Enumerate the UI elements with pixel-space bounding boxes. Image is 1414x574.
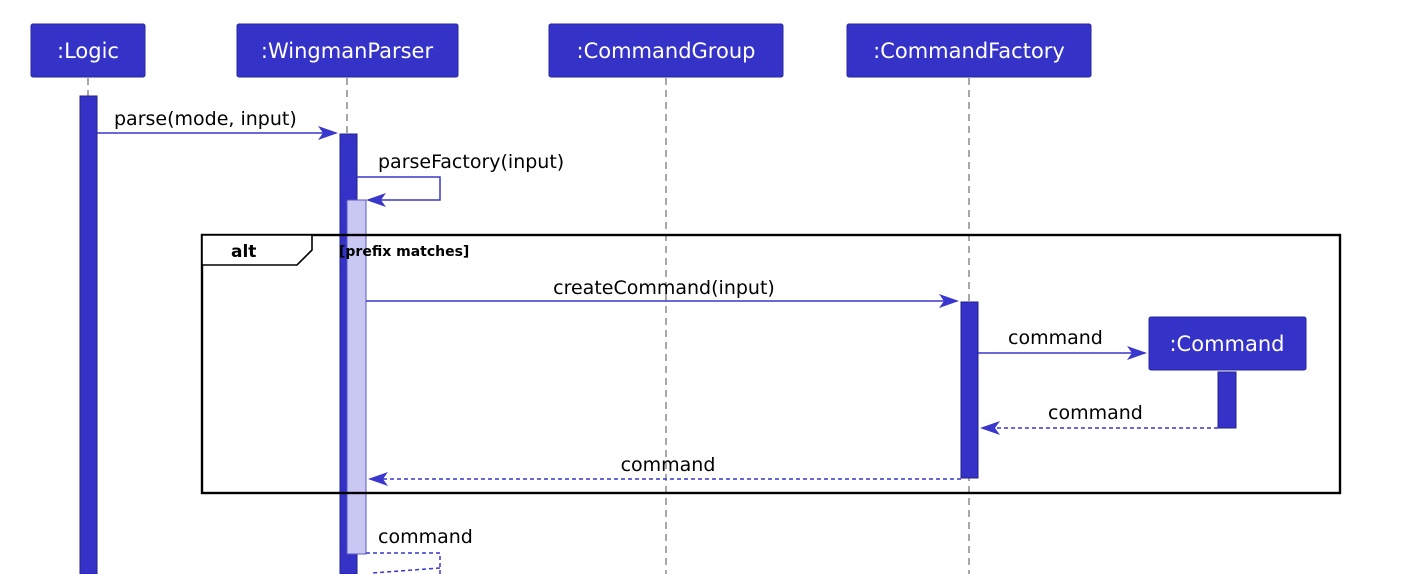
message-return-self-label: command: [378, 526, 473, 548]
participant-command: :Command: [1148, 316, 1307, 371]
participant-command-factory: :CommandFactory: [846, 23, 1092, 78]
alt-guard: [prefix matches]: [339, 244, 469, 260]
arrowhead: [368, 472, 388, 486]
participant-command-group: :CommandGroup: [548, 23, 784, 78]
arrowhead: [980, 421, 1000, 435]
arrowhead: [1127, 346, 1147, 360]
message-return-from-factory-label: command: [621, 454, 716, 476]
message-return-self: command: [366, 526, 473, 574]
arrowhead: [318, 126, 338, 140]
message-parse-factory-label: parseFactory(input): [378, 151, 564, 173]
message-parse-label: parse(mode, input): [114, 108, 297, 130]
message-create-label: command: [1008, 327, 1103, 349]
activation-command-factory: [960, 301, 979, 479]
participant-command-label: :Command: [1169, 332, 1284, 356]
message-parse-factory: parseFactory(input): [357, 151, 564, 207]
message-return-from-command: command: [980, 402, 1218, 435]
participant-logic: :Logic: [30, 23, 146, 78]
message-create: command: [978, 327, 1147, 360]
participant-command-group-label: :CommandGroup: [577, 39, 756, 63]
alt-fragment-frame: [200, 233, 1342, 495]
participant-command-factory-label: :CommandFactory: [873, 39, 1065, 63]
message-parse: parse(mode, input): [97, 108, 338, 140]
message-create-command: createCommand(input): [366, 277, 959, 308]
alt-keyword: alt: [231, 242, 256, 262]
message-return-from-command-label: command: [1048, 402, 1143, 424]
activation-command: [1217, 371, 1237, 429]
alt-fragment: alt [prefix matches]: [200, 233, 1342, 495]
activation-logic: [79, 95, 98, 574]
arrowhead: [366, 193, 386, 207]
message-return-from-factory: command: [368, 454, 961, 486]
participant-wingman-parser: :WingmanParser: [236, 23, 459, 78]
alt-fragment-tab: [201, 234, 313, 266]
participant-wingman-parser-label: :WingmanParser: [261, 39, 434, 63]
activation-parser-nested: [346, 199, 367, 555]
participant-logic-label: :Logic: [57, 39, 119, 63]
message-create-command-label: createCommand(input): [553, 277, 775, 299]
arrowhead: [939, 294, 959, 308]
